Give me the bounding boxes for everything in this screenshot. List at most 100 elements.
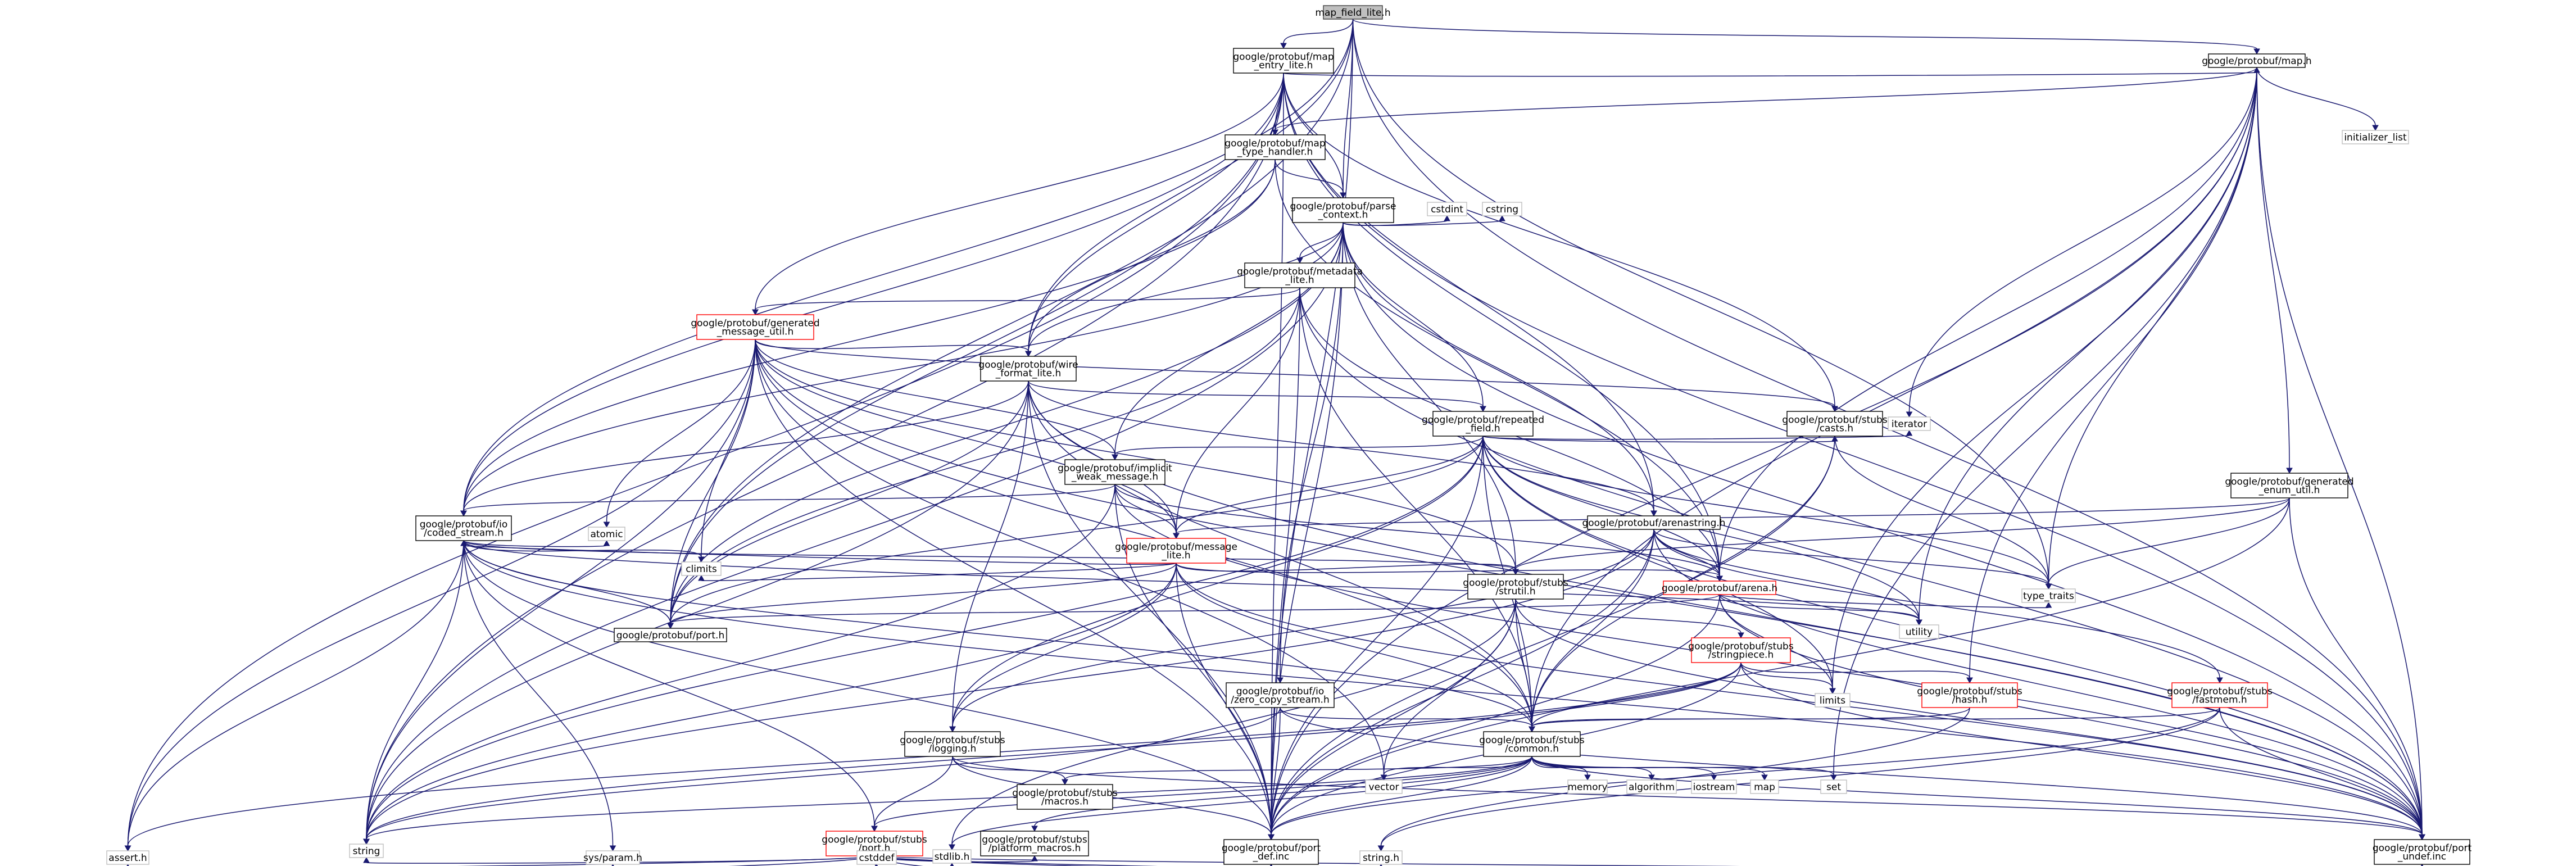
include-edge (463, 484, 1115, 511)
node-arena[interactable]: google/protobuf/arena.h (1662, 581, 1777, 595)
include-edge (463, 540, 607, 547)
node-stringpiece[interactable]: google/protobuf/stubs/stringpiece.h (1688, 637, 1794, 663)
include-edge (463, 545, 1177, 565)
include-edge (1271, 707, 2220, 835)
node-map[interactable]: google/protobuf/map.h (2202, 53, 2312, 68)
include-edge (1343, 222, 1484, 407)
node-logging[interactable]: google/protobuf/stubs/logging.h (900, 731, 1005, 757)
node-fastmem[interactable]: google/protobuf/stubs/fastmem.h (2167, 682, 2273, 708)
node-arenastr[interactable]: google/protobuf/arenastring.h (1582, 515, 1726, 530)
include-edge (952, 756, 2423, 835)
include-edge (1740, 662, 1833, 689)
include-edge (1028, 19, 1354, 352)
node-box (1899, 624, 1939, 639)
node-assert[interactable]: assert.h (106, 850, 149, 865)
node-algorithm[interactable]: algorithm (1626, 779, 1677, 794)
include-edge (670, 563, 1177, 624)
node-stdlib[interactable]: stdlib.h (932, 849, 972, 864)
node-vector[interactable]: vector (1365, 779, 1403, 794)
node-port[interactable]: google/protobuf/port.h (614, 628, 727, 642)
node-parse[interactable]: google/protobuf/parse_context.h (1290, 197, 1396, 223)
node-casts[interactable]: google/protobuf/stubs/casts.h (1782, 411, 1888, 437)
include-edge (1343, 220, 1503, 226)
node-box (1427, 202, 1467, 216)
node-box (1663, 581, 1776, 595)
include-edge (1380, 707, 1970, 846)
node-macros[interactable]: google/protobuf/stubs/macros.h (1012, 784, 1118, 810)
include-edge (1283, 72, 1720, 577)
node-maptype[interactable]: google/protobuf/map_type_handler.h (1224, 134, 1326, 160)
node-box (2171, 682, 2268, 708)
include-edge (1280, 222, 1344, 678)
node-coded[interactable]: google/protobuf/io/coded_stream.h (415, 515, 512, 541)
node-climits[interactable]: climits (681, 561, 722, 576)
include-edge (952, 756, 1065, 780)
node-label: google/protobuf/wire (978, 360, 1078, 371)
include-arrowhead (1031, 826, 1038, 832)
node-box (1359, 850, 1403, 865)
node-string[interactable]: string (349, 844, 384, 858)
include-edge (952, 380, 1029, 727)
node-label: memory (1567, 782, 1607, 793)
node-limits[interactable]: limits (1815, 693, 1851, 708)
node-root[interactable]: map_field_lite.h (1315, 5, 1391, 20)
node-implicit[interactable]: google/protobuf/implicit_weak_message.h (1058, 459, 1172, 485)
include-edge (1176, 497, 2290, 534)
node-iterator[interactable]: iterator (1888, 416, 1931, 431)
node-common[interactable]: google/protobuf/stubs/common.h (1479, 731, 1585, 757)
node-label: google/protobuf/stubs (2167, 686, 2273, 697)
include-edge (1271, 707, 1281, 835)
include-edge (463, 540, 2423, 835)
node-cstddef[interactable]: cstddef (856, 850, 897, 865)
node-portundef[interactable]: google/protobuf/port_undef.inc (2373, 839, 2472, 865)
node-msglite[interactable]: google/protobuf/message_lite.h (1115, 538, 1237, 564)
node-label: /macros.h (1041, 796, 1089, 807)
node-genenum[interactable]: google/protobuf/generated_enum_util.h (2225, 473, 2354, 498)
node-box (681, 561, 722, 576)
include-edge (463, 540, 1516, 570)
node-wire[interactable]: google/protobuf/wire_format_lite.h (978, 356, 1078, 382)
node-typetraits[interactable]: type_traits (2021, 588, 2076, 603)
include-edge (127, 540, 464, 846)
node-cstring[interactable]: cstring (1482, 202, 1522, 216)
node-label: cstdint (1431, 204, 1463, 215)
node-sysparam[interactable]: sys/param.h (583, 850, 642, 865)
node-label: _message_util.h (716, 326, 793, 337)
include-edge (1833, 67, 2257, 776)
node-label: limits (1820, 695, 1845, 706)
include-arrowhead (1829, 688, 1836, 695)
node-strutil[interactable]: google/protobuf/stubs/strutil.h (1463, 574, 1568, 600)
include-edge (1028, 380, 1484, 407)
node-zerocopy[interactable]: google/protobuf/io/zero_copy_stream.h (1226, 682, 1335, 708)
node-hash[interactable]: google/protobuf/stubs/hash.h (1917, 682, 2022, 708)
node-box (1483, 731, 1581, 757)
node-repeated[interactable]: google/protobuf/repeated_field.h (1422, 411, 1544, 437)
node-box (1226, 682, 1335, 708)
node-atomic[interactable]: atomic (588, 527, 625, 541)
include-edge (1531, 707, 2220, 727)
node-box (1921, 682, 2018, 708)
node-metadata[interactable]: google/protobuf/metadata_lite.h (1237, 262, 1363, 288)
node-set[interactable]: set (1820, 779, 1847, 794)
node-memory[interactable]: memory (1567, 779, 1608, 794)
node-mapstd[interactable]: map (1750, 779, 1779, 794)
include-edge (463, 380, 1029, 511)
include-edge (1283, 72, 2257, 77)
node-utility[interactable]: utility (1899, 624, 1939, 639)
node-cstdint[interactable]: cstdint (1427, 202, 1467, 216)
node-box (1126, 538, 1226, 564)
node-mapentry[interactable]: google/protobuf/map_entry_lite.h (1233, 48, 1334, 74)
include-edge (755, 339, 1115, 455)
node-genmsg[interactable]: google/protobuf/generated_message_util.h (691, 314, 820, 340)
include-edge (874, 855, 1741, 866)
node-label: string.h (1363, 853, 1399, 864)
node-stringh[interactable]: string.h (1359, 850, 1403, 865)
node-iostream[interactable]: iostream (1691, 779, 1737, 794)
node-initlist[interactable]: initializer_list (2342, 130, 2409, 144)
include-edge (1908, 67, 2257, 412)
include-edge (755, 339, 1516, 570)
node-box (2230, 473, 2348, 498)
node-platform[interactable]: google/protobuf/stubs/platform_macros.h (980, 831, 1089, 856)
node-portdef[interactable]: google/protobuf/port_def.inc (1222, 839, 1321, 865)
include-edge (1482, 435, 1910, 440)
